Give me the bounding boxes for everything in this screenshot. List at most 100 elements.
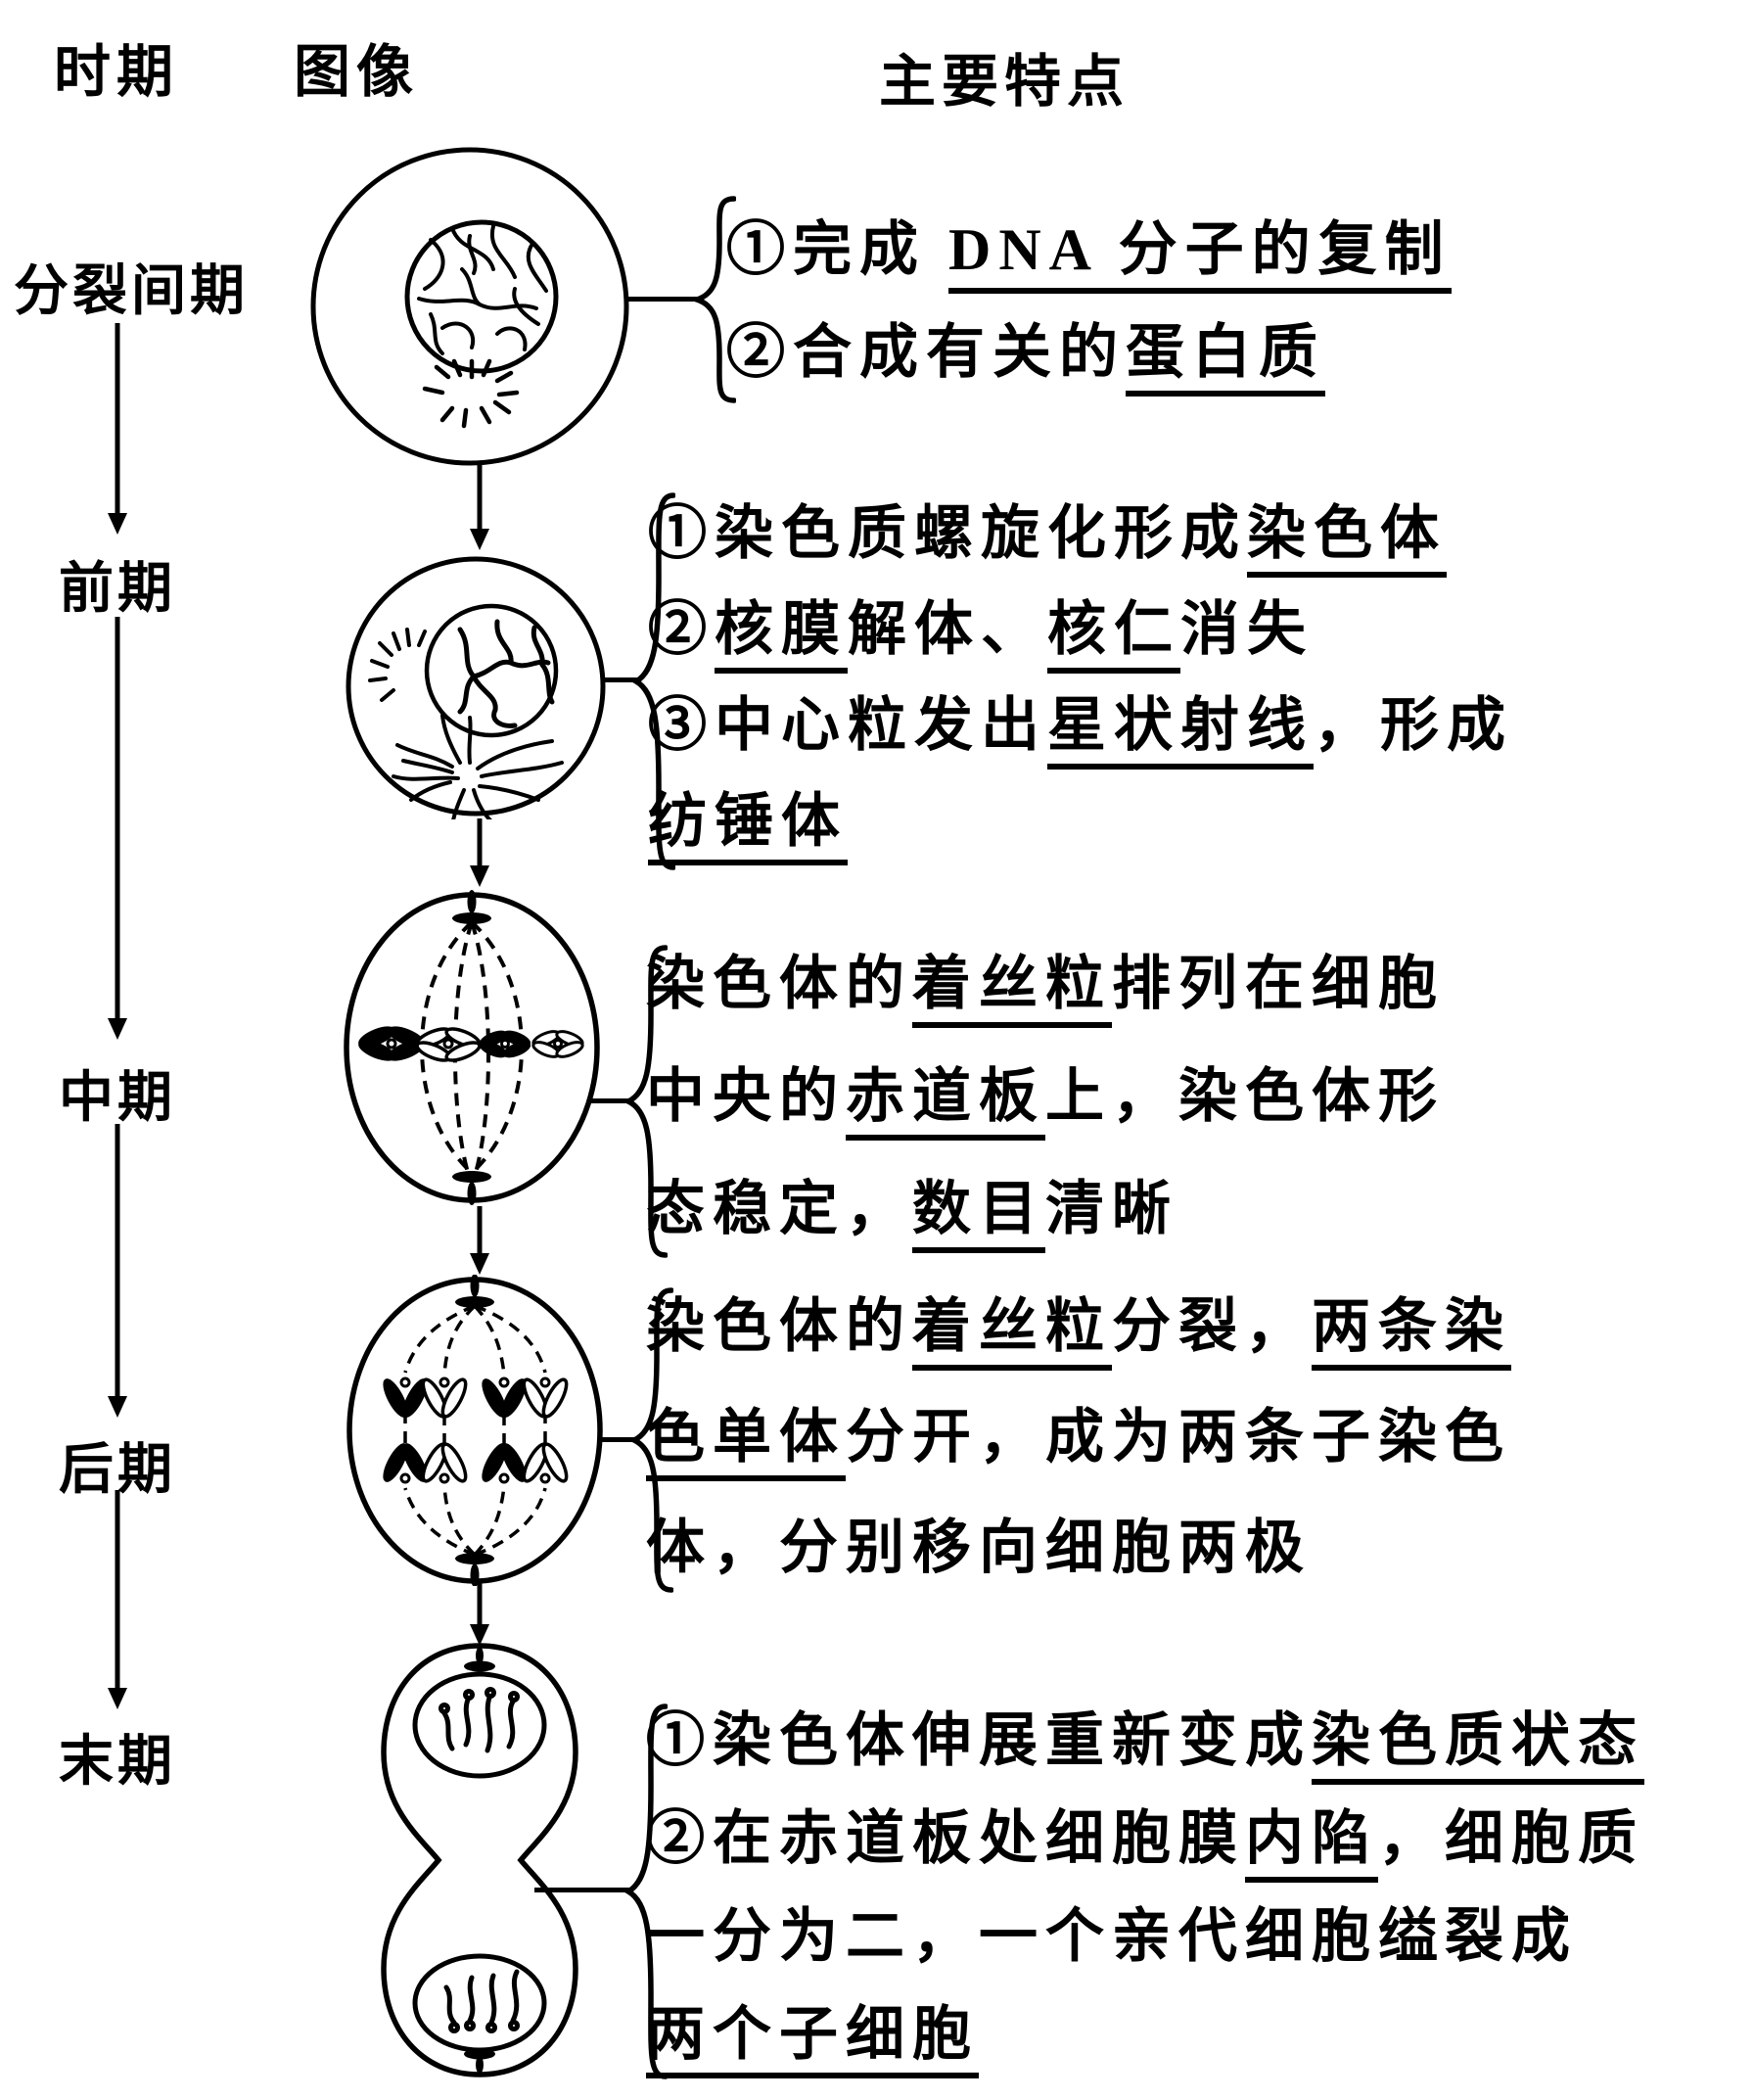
feature-text: 染色体的 [646, 952, 912, 1016]
underlined-term: 内陷 [1245, 1806, 1378, 1883]
feature-line: ①染色体伸展重新变成染色质状态 [646, 1708, 1644, 1785]
brace-left-icon [630, 492, 675, 870]
feature-text: 清晰 [1045, 1177, 1178, 1241]
features-prophase: ①染色质螺旋化形成染色体 ②核膜解体、核仁消失 ③中心粒发出星状射线，形成纺锤体 [648, 501, 1513, 885]
interphase-cell-image [305, 142, 634, 471]
feature-line: ①完成 DNA 分子的复制 [726, 217, 1452, 294]
connector-line [599, 1437, 636, 1442]
connector-line [534, 1888, 632, 1892]
feature-text: 消失 [1180, 597, 1314, 662]
feature-text: 中央的 [646, 1064, 846, 1129]
centriole-icon [464, 1647, 495, 2074]
flow-arrow-icon [106, 617, 129, 1040]
features-anaphase: 染色体的着丝粒分裂，两条染色单体分开，成为两条子染色体，分别移向细胞两极 [646, 1294, 1511, 1626]
flow-arrow-icon [106, 1124, 129, 1418]
feature-line: 染色体的着丝粒分裂，两条染 [646, 1294, 1511, 1371]
connector-line [591, 1098, 632, 1103]
underlined-term: 着丝粒 [912, 1294, 1112, 1371]
feature-line: 一分为二，一个亲代细胞缢裂成 [646, 1904, 1644, 1969]
underlined-term: 纺锤体 [648, 789, 848, 865]
underlined-term: 两条染 [1312, 1294, 1511, 1371]
feature-text: ②在赤道板处细胞膜 [646, 1806, 1245, 1871]
features-interphase: ①完成 DNA 分子的复制 ②合成有关的蛋白质 [726, 217, 1452, 423]
feature-line: 染色体的着丝粒排列在细胞 [646, 952, 1445, 1028]
period-label-telophase: 末期 [59, 1732, 176, 1793]
feature-text: 分开，成为两条子染色 [846, 1405, 1511, 1470]
metaphase-chromosomes [358, 1026, 584, 1062]
underlined-term: 着丝粒 [912, 952, 1112, 1028]
feature-text: ①染色体伸展重新变成 [646, 1708, 1312, 1773]
connector-line [601, 677, 640, 682]
aster-upper-left-icon [368, 628, 427, 702]
feature-line: 态稳定，数目清晰 [646, 1177, 1445, 1253]
period-label-metaphase: 中期 [59, 1068, 176, 1129]
feature-text: ，形成 [1314, 693, 1513, 758]
stage-arrow-icon [468, 1206, 491, 1275]
nucleus [404, 219, 559, 374]
feature-text: ①染色质螺旋化形成 [648, 501, 1247, 566]
decondensing-chromosomes-bottom [443, 1969, 520, 2033]
chromatin-network [417, 224, 548, 355]
feature-line: 纺锤体 [648, 789, 1513, 865]
feature-line: ②核膜解体、核仁消失 [648, 597, 1513, 674]
feature-text: ①完成 [726, 217, 948, 282]
feature-line: ①染色质螺旋化形成染色体 [648, 501, 1513, 578]
period-label-prophase: 前期 [59, 559, 176, 620]
pinching-cell-membrane [381, 1643, 578, 2077]
stage-arrow-icon [468, 464, 491, 550]
anaphase-chromosomes [383, 1377, 569, 1484]
feature-text: 解体、 [848, 597, 1047, 662]
feature-text: ②合成有关的 [726, 320, 1126, 385]
condensing-chromatin [457, 619, 555, 728]
underlined-term: 数目 [912, 1177, 1045, 1253]
stage-arrow-icon [468, 818, 491, 887]
feature-line: ②在赤道板处细胞膜内陷，细胞质 [646, 1806, 1644, 1883]
cell-membrane [310, 147, 629, 466]
underlined-term: 染色质状态 [1312, 1708, 1644, 1785]
feature-text: ② [648, 597, 715, 662]
cell-membrane [346, 556, 606, 817]
spindle-fibers [403, 1304, 547, 1557]
feature-text: 上，染色体形 [1045, 1064, 1445, 1129]
brace-left-icon [623, 945, 668, 1258]
nucleus [424, 603, 559, 738]
feature-line: 中央的赤道板上，染色体形 [646, 1064, 1445, 1141]
flow-arrow-icon [106, 1490, 129, 1709]
daughter-nucleus-bottom [412, 1953, 547, 2053]
cell-membrane [346, 1277, 603, 1584]
header-period-column: 时期 [54, 40, 180, 104]
underlined-term: 染色体 [1247, 501, 1447, 578]
underlined-term: 色单体 [646, 1405, 846, 1481]
feature-text: 染色体的 [646, 1294, 912, 1359]
brace-left-icon [628, 1287, 673, 1593]
brace-left-icon [623, 1703, 668, 2079]
decondensing-chromosomes-top [438, 1687, 520, 1753]
feature-text: 分裂， [1112, 1294, 1312, 1359]
flow-arrow-icon [106, 323, 129, 535]
underlined-term: 核仁 [1047, 597, 1180, 674]
feature-line: ②合成有关的蛋白质 [726, 320, 1452, 397]
aster-bottom-icon [392, 714, 564, 819]
feature-line: ③中心粒发出星状射线，形成 [648, 693, 1513, 770]
anaphase-cell-image [345, 1275, 605, 1586]
underlined-term: 赤道板 [846, 1064, 1045, 1141]
brace-left-icon [691, 196, 736, 403]
telophase-cell-image [374, 1643, 585, 2079]
underlined-term: 星状射线 [1047, 693, 1314, 770]
metaphase-cell-image [341, 889, 603, 1206]
header-features-column: 主要特点 [879, 50, 1131, 114]
prophase-cell-image [343, 553, 609, 819]
header-image-column: 图像 [294, 40, 420, 104]
feature-text: 体，分别移向细胞两极 [646, 1516, 1312, 1580]
underlined-term: 核膜 [715, 597, 848, 674]
feature-line: 体，分别移向细胞两极 [646, 1516, 1511, 1580]
underlined-term: 两个子细胞 [646, 2002, 979, 2078]
spindle-pole-icon [452, 890, 491, 1205]
period-label-interphase: 分裂间期 [14, 261, 249, 322]
features-metaphase: 染色体的着丝粒排列在细胞中央的赤道板上，染色体形态稳定，数目清晰 [646, 952, 1445, 1289]
feature-line: 色单体分开，成为两条子染色 [646, 1405, 1511, 1481]
feature-text: 态稳定， [646, 1177, 912, 1241]
connector-line [628, 297, 699, 302]
feature-text: ，细胞质 [1378, 1806, 1644, 1871]
